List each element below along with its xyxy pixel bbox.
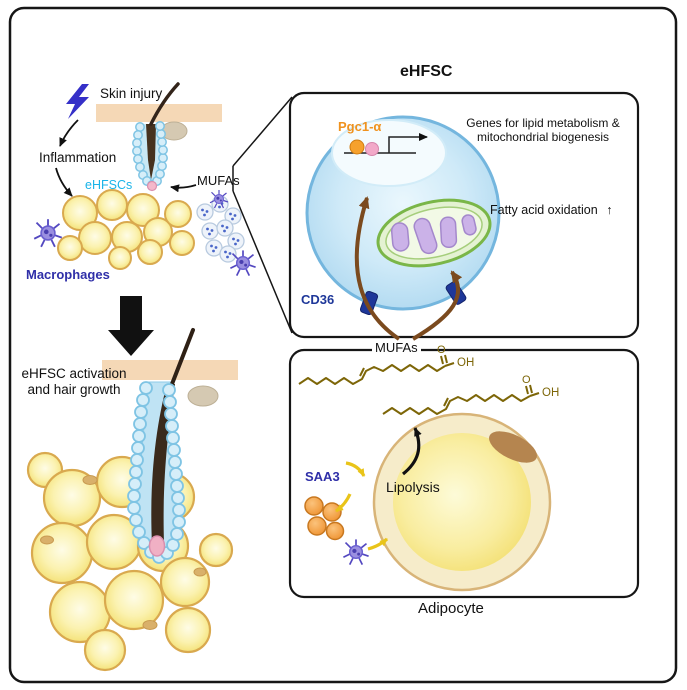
adipocyte-cluster-small bbox=[57, 189, 195, 270]
macrophages-label: Macrophages bbox=[26, 267, 110, 282]
adipocyte-nuclei bbox=[40, 475, 207, 630]
fa1-hydroxyl-label: OH bbox=[457, 357, 475, 369]
fatty-acid-1-chain bbox=[298, 364, 446, 385]
injury-to-inflammation-arrow bbox=[59, 119, 79, 147]
hair-follicle-small bbox=[132, 82, 180, 192]
injury-illustration bbox=[33, 82, 257, 277]
dermal-papilla bbox=[148, 535, 166, 557]
lipolysis-label: Lipolysis bbox=[386, 479, 440, 495]
activation-caption-line2: and hair growth bbox=[27, 381, 121, 397]
up-arrow-icon: ↑ bbox=[606, 203, 613, 217]
figure-border bbox=[8, 6, 678, 684]
cd36-label: CD36 bbox=[301, 292, 335, 307]
macrophage-icon bbox=[229, 249, 257, 277]
fatty-acid-structures bbox=[298, 354, 540, 415]
mufas-left-label: MUFAs bbox=[197, 173, 240, 188]
fa1-oxygen-label: O bbox=[437, 344, 446, 356]
lipolysis-elements bbox=[304, 427, 422, 566]
cofactor-protein bbox=[365, 142, 379, 156]
fa2-hydroxyl-label: OH bbox=[542, 387, 560, 399]
genes-caption: Genes for lipid metabolism & mitochondri… bbox=[448, 116, 638, 145]
lipolysis-arrow bbox=[401, 427, 422, 476]
ehfsc-panel-title: eHFSC bbox=[400, 63, 453, 80]
fao-text: Fatty acid oxidation bbox=[490, 203, 598, 217]
ehfsc-cells bbox=[132, 121, 168, 190]
sebaceous-gland bbox=[187, 385, 219, 407]
adipocyte-panel-label: Adipocyte bbox=[418, 600, 484, 617]
pgc1a-label: Pgc1-α bbox=[338, 119, 382, 134]
inflammation-to-fat-arrow bbox=[55, 167, 73, 197]
mufa-to-nucleus-arrow bbox=[354, 196, 401, 341]
ehfsc-cell bbox=[305, 115, 501, 341]
hair-shaft bbox=[170, 328, 195, 386]
fatty-acid-2-chain bbox=[382, 394, 531, 415]
mufas-mid-label: MUFAs bbox=[372, 340, 421, 356]
mitochondrion bbox=[376, 198, 492, 268]
hair-shaft bbox=[149, 82, 180, 126]
hair-growth-illustration bbox=[26, 328, 238, 672]
genes-caption-line2: mitochondrial biogenesis bbox=[476, 129, 610, 144]
inflammation-label: Inflammation bbox=[39, 150, 117, 165]
activation-caption-line1: eHFSC activation bbox=[21, 366, 127, 381]
mufa-to-mitochondrion-arrow bbox=[411, 270, 463, 341]
ehfsc-cells bbox=[127, 381, 186, 564]
lightning-bolt-icon bbox=[66, 84, 89, 119]
mufas-to-follicle-arrow bbox=[170, 184, 197, 193]
transcription-arrow bbox=[388, 133, 428, 153]
zoom-bracket-lines bbox=[232, 96, 293, 334]
epidermis-bar bbox=[102, 360, 238, 380]
lipid-droplet bbox=[393, 433, 531, 571]
cristae bbox=[390, 214, 477, 255]
genes-caption-line1: Genes for lipid metabolism & bbox=[466, 116, 620, 130]
saa3-label: SAA3 bbox=[305, 469, 340, 484]
adipocyte-nucleus bbox=[489, 431, 537, 463]
fatty-acid-oxidation-label: Fatty acid oxidation ↑ bbox=[490, 203, 612, 217]
preadipocyte-cells bbox=[196, 195, 245, 263]
pgc1a-protein bbox=[349, 139, 365, 155]
epidermis-bar bbox=[96, 104, 222, 122]
skin-injury-label: Skin injury bbox=[100, 86, 163, 101]
adipocyte-cell bbox=[372, 412, 552, 592]
dermal-papilla bbox=[146, 180, 158, 192]
saa3-arrows bbox=[335, 461, 389, 551]
ehfscs-label: eHFSCs bbox=[85, 178, 133, 192]
activation-caption: eHFSC activation and hair growth bbox=[12, 366, 136, 397]
fa2-oxygen-label: O bbox=[522, 374, 531, 386]
macrophage-icon bbox=[33, 218, 63, 248]
progression-arrow bbox=[108, 296, 154, 356]
